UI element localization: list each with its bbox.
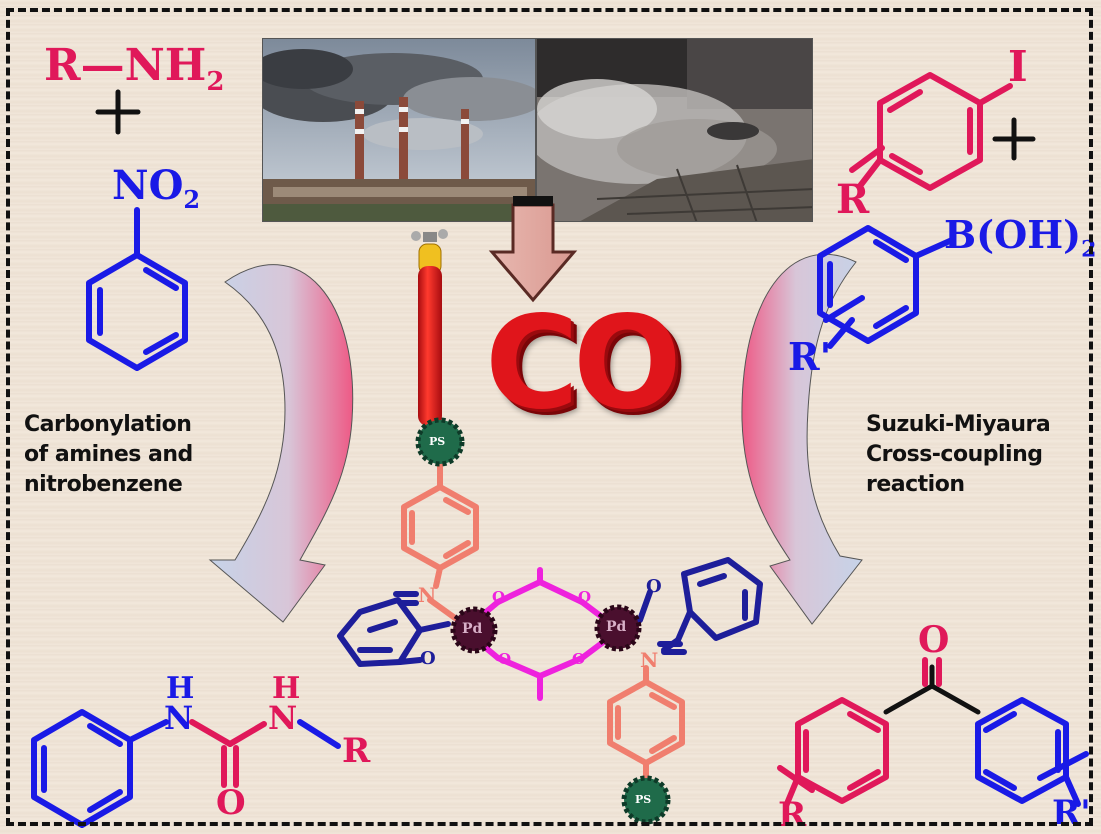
co-gas-cylinder-icon xyxy=(411,229,448,426)
iodide-label: I xyxy=(1008,42,1028,91)
n-label-right: N xyxy=(640,648,659,672)
pd-complex-structure xyxy=(337,459,763,783)
co-label: CO xyxy=(485,289,682,438)
boronic-r-label: R' xyxy=(788,334,832,379)
plus-sign-right xyxy=(992,117,1036,161)
urea-h-left: H xyxy=(166,671,195,706)
n-label-left: N xyxy=(418,583,437,607)
pd-label-left: Pd xyxy=(462,621,483,637)
urea-n-right: N xyxy=(268,699,298,737)
urea-n-left: N xyxy=(164,699,194,737)
right-curved-arrow xyxy=(741,253,863,625)
ps-label-top: PS xyxy=(429,435,446,448)
factory-smokestacks-photo xyxy=(262,38,536,222)
o-label-left: O xyxy=(420,648,436,669)
pd-label-right: Pd xyxy=(606,619,627,635)
o-label-right: O xyxy=(646,576,662,597)
ps-label-bottom: PS xyxy=(635,793,652,806)
product-r-prime: R' xyxy=(1052,793,1091,833)
right-reaction-caption: Suzuki-Miyaura Cross-coupling reaction xyxy=(866,412,1051,497)
nitro-label: NO2 xyxy=(112,162,201,214)
boronic-acid-structure xyxy=(817,225,955,349)
aryl-iodide-structure xyxy=(849,72,1013,191)
palladium-atom-left xyxy=(450,606,498,654)
down-arrow-icon xyxy=(488,196,578,303)
amine-label: R—NH2 xyxy=(44,40,225,97)
urea-r: R xyxy=(342,731,371,771)
benzophenone-product-structure xyxy=(777,657,1089,809)
polystyrene-bead-bottom xyxy=(621,775,671,825)
left-reaction-caption: Carbonylation of amines and nitrobenzene xyxy=(24,412,193,497)
palladium-atom-right xyxy=(594,604,642,652)
o-label-acetate-top: O xyxy=(492,588,506,606)
o-label-acetate-bottom: O xyxy=(498,650,512,668)
o-label-acetate-bottom2: O xyxy=(572,650,586,668)
urea-o: O xyxy=(216,783,246,823)
plus-sign-left xyxy=(95,89,141,135)
left-curved-arrow xyxy=(208,264,354,623)
polystyrene-bead-top xyxy=(415,417,465,467)
ketone-o: O xyxy=(918,619,950,661)
o-label-acetate-top2: O xyxy=(578,588,592,606)
iodide-r-label: R xyxy=(836,176,870,223)
urea-h-right: H xyxy=(272,671,301,706)
product-r: R xyxy=(778,795,807,834)
boronic-acid-label: B(OH)2 xyxy=(944,212,1097,263)
nitrobenzene-structure xyxy=(86,207,188,371)
car-exhaust-photo xyxy=(536,38,813,222)
